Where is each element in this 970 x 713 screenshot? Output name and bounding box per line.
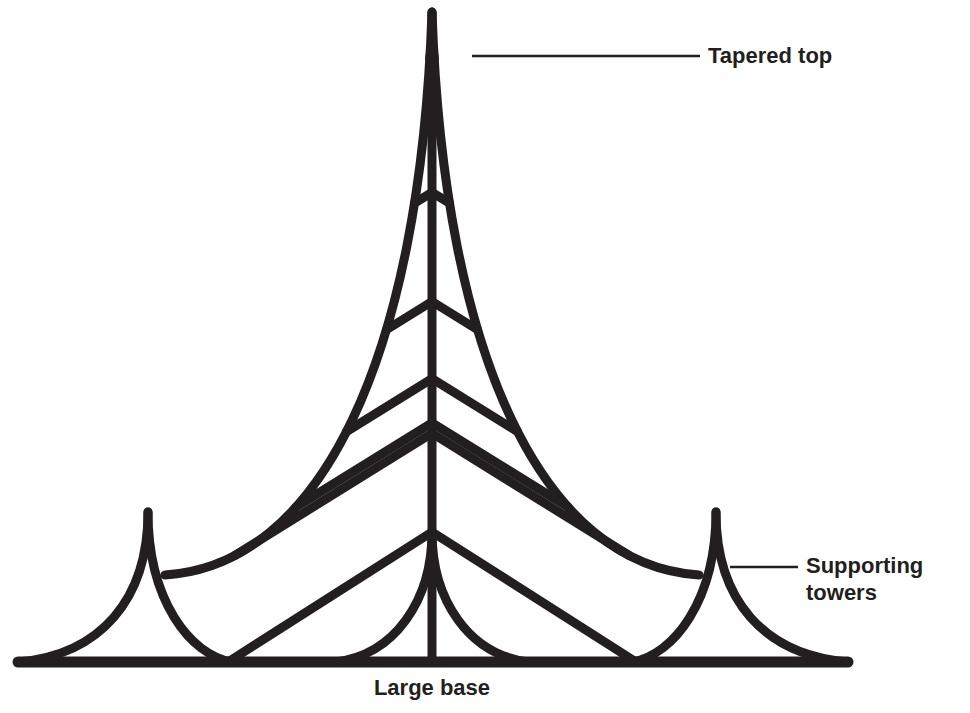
- cross-brace: [432, 379, 518, 432]
- support-tower: [432, 532, 529, 662]
- cross-brace: [347, 379, 433, 432]
- support-tower: [632, 512, 716, 662]
- main-curve: [432, 12, 699, 575]
- cross-brace: [386, 302, 432, 330]
- part-label: Tapered top: [708, 42, 948, 69]
- support-tower: [335, 532, 432, 662]
- leader-line: [730, 566, 798, 569]
- cross-brace: [235, 433, 432, 555]
- cross-brace: [432, 433, 629, 555]
- cross-brace: [432, 423, 568, 507]
- cross-brace: [296, 423, 432, 507]
- part-label: Supporting towers: [806, 552, 956, 606]
- main-curve: [165, 12, 432, 575]
- cross-brace: [432, 532, 636, 662]
- cross-brace: [228, 532, 432, 662]
- support-tower: [148, 512, 232, 662]
- leader-line: [472, 55, 700, 58]
- support-tower: [18, 512, 148, 662]
- caption-label: Large base: [282, 674, 582, 701]
- apex-tip: [425, 6, 439, 60]
- cross-brace: [432, 192, 450, 203]
- cross-brace: [432, 302, 478, 330]
